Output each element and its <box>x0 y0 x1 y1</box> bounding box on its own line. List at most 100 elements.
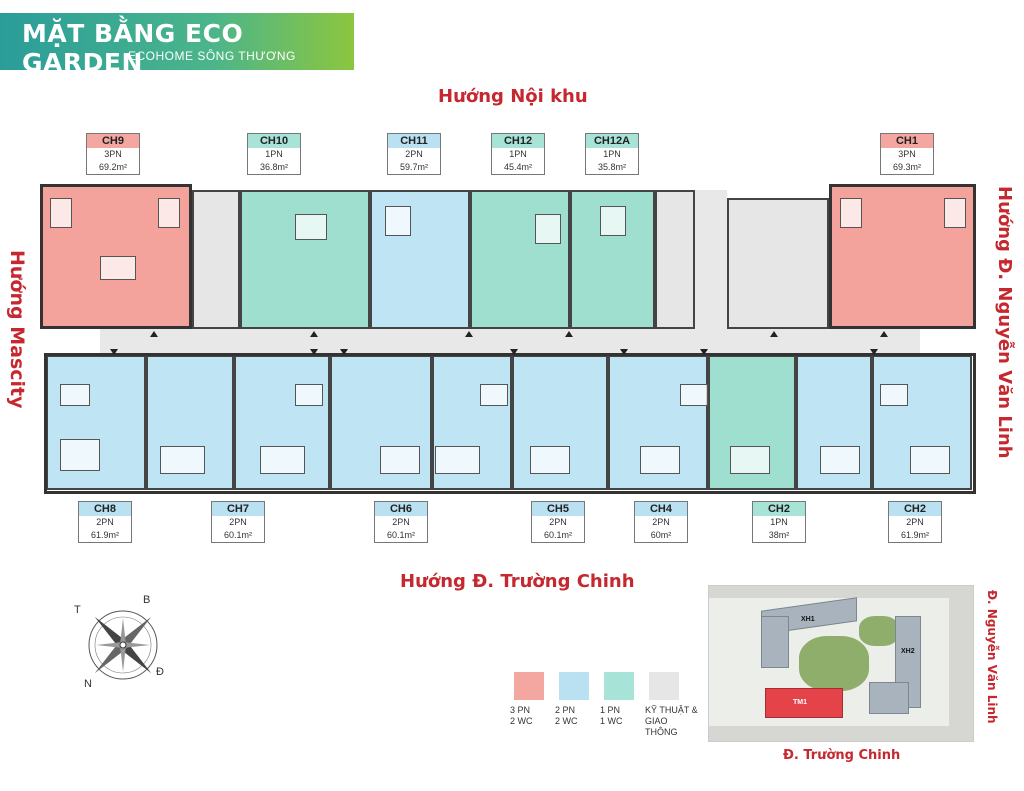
unit-name: CH1 <box>881 134 933 148</box>
door-marker <box>465 331 473 337</box>
compass-icon <box>88 610 158 680</box>
map-building-annex <box>869 682 909 714</box>
unit-area: 36.8m² <box>259 162 288 172</box>
unit-label-ch7: CH7 2PN 60.1m² <box>211 501 265 543</box>
compass-south: N <box>84 678 92 690</box>
door-marker <box>110 349 118 355</box>
bed <box>160 446 205 474</box>
unit-name: CH11 <box>388 134 440 148</box>
unit-type: 2PN <box>549 517 567 527</box>
unit-type: 2PN <box>405 149 423 159</box>
stair-left <box>192 190 240 329</box>
unit-type: 1PN <box>509 149 527 159</box>
map-road-bottom-label: Đ. Trường Chinh <box>783 748 901 763</box>
legend-line2: 2 WC <box>510 716 533 726</box>
map-garden <box>859 616 899 646</box>
legend-swatch <box>514 672 544 700</box>
page-title: MẶT BẰNG ECO GARDEN <box>22 19 244 77</box>
unit-type: 2PN <box>96 517 114 527</box>
title-banner: MẶT BẰNG ECO GARDEN ECOHOME SÔNG THƯƠNG <box>0 13 354 77</box>
unit-label-ch10: CH10 1PN 36.8m² <box>247 133 301 175</box>
unit-area: 60.1m² <box>386 530 415 540</box>
unit-type: 3PN <box>898 149 916 159</box>
legend-line2: GIAO THÔNG <box>645 716 678 737</box>
bed <box>260 446 305 474</box>
unit-name: CH8 <box>79 502 131 516</box>
unit-area: 38m² <box>768 530 790 540</box>
unit-type: 1PN <box>603 149 621 159</box>
legend-line1: KỸ THUẬT & <box>645 705 698 715</box>
unit-type: 2PN <box>906 517 924 527</box>
bed <box>385 206 411 236</box>
unit-name: CH2 <box>889 502 941 516</box>
legend-swatch <box>649 672 679 700</box>
unit-area: 69.2m² <box>98 162 127 172</box>
legend-item-technical: KỸ THUẬT &GIAO THÔNG <box>641 672 701 738</box>
bed <box>380 446 420 474</box>
direction-bottom: Hướng Đ. Trường Chinh <box>400 571 635 592</box>
unit-area: 60.1m² <box>223 530 252 540</box>
map-building-tm1 <box>765 688 843 718</box>
unit-label-ch11: CH11 2PN 59.7m² <box>387 133 441 175</box>
legend-line1: 2 PN <box>555 705 576 715</box>
bed <box>535 214 561 244</box>
unit-area: 61.9m² <box>90 530 119 540</box>
technical-shaft <box>655 190 695 329</box>
direction-left: Hướng Mascity <box>6 250 28 409</box>
unit-name: CH6 <box>375 502 427 516</box>
door-marker <box>565 331 573 337</box>
unit-label-ch1: CH1 3PN 69.3m² <box>880 133 934 175</box>
unit-area: 59.7m² <box>399 162 428 172</box>
direction-top: Hướng Nội khu <box>438 86 588 107</box>
map-building-xh1-wing <box>761 616 789 668</box>
bed <box>600 206 626 236</box>
floor-plan <box>40 184 976 494</box>
bed <box>730 446 770 474</box>
legend-line2: 1 WC <box>600 716 623 726</box>
door-marker <box>770 331 778 337</box>
elevator-core <box>727 198 829 329</box>
dining-table <box>60 384 90 406</box>
unit-name: CH2 <box>753 502 805 516</box>
unit-type: 1PN <box>770 517 788 527</box>
unit-area: 35.8m² <box>597 162 626 172</box>
unit-name: CH4 <box>635 502 687 516</box>
unit-area: 61.9m² <box>900 530 929 540</box>
unit-type: 1PN <box>265 149 283 159</box>
dining-table <box>480 384 508 406</box>
unit-name: CH12A <box>586 134 638 148</box>
door-marker <box>880 331 888 337</box>
unit-type: 2PN <box>392 517 410 527</box>
compass-north: B <box>143 594 151 606</box>
legend-line2: 2 WC <box>555 716 578 726</box>
map-road <box>709 726 973 741</box>
door-marker <box>310 331 318 337</box>
bed <box>50 198 72 228</box>
dining-table <box>680 384 708 406</box>
door-marker <box>510 349 518 355</box>
room-ch12 <box>470 190 570 329</box>
corridor-vertical <box>695 190 727 348</box>
door-marker <box>870 349 878 355</box>
compass-east: Đ <box>156 666 164 678</box>
unit-name: CH5 <box>532 502 584 516</box>
door-marker <box>150 331 158 337</box>
map-road <box>709 586 973 598</box>
map-garden <box>799 636 869 691</box>
bed <box>60 439 100 471</box>
unit-label-ch2-2pn: CH2 2PN 61.9m² <box>888 501 942 543</box>
dining-table <box>295 214 327 240</box>
unit-area: 45.4m² <box>503 162 532 172</box>
legend-swatch <box>559 672 589 700</box>
unit-type: 2PN <box>652 517 670 527</box>
unit-type: 3PN <box>104 149 122 159</box>
map-label-tm1: TM1 <box>793 699 807 706</box>
unit-label-ch12a: CH12A 1PN 35.8m² <box>585 133 639 175</box>
bed <box>944 198 966 228</box>
unit-name: CH9 <box>87 134 139 148</box>
dining-table <box>295 384 323 406</box>
door-marker <box>340 349 348 355</box>
map-road <box>949 586 973 741</box>
